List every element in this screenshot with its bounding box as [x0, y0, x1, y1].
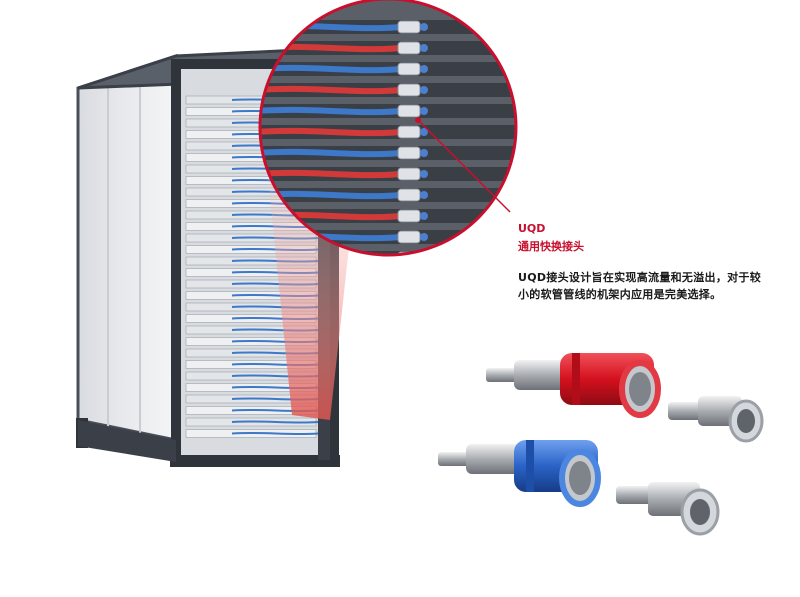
- zoom-hose: [260, 106, 403, 116]
- zoom-connector: [397, 209, 421, 223]
- zoom-hose: [260, 43, 403, 53]
- zoom-circle: [258, 0, 518, 257]
- zoom-connector-tip: [420, 65, 428, 73]
- zoom-connector: [397, 230, 421, 244]
- callout-subtitle: 通用快换接头: [518, 240, 584, 253]
- zoom-connector: [397, 146, 421, 160]
- hose-line: [231, 420, 319, 424]
- zoom-connector-tip: [420, 44, 428, 52]
- red-coupler-plug: [668, 396, 764, 443]
- zoom-connector: [397, 20, 421, 34]
- zoom-connector-tip: [420, 86, 428, 94]
- zoom-hose: [260, 169, 403, 179]
- blue-coupler: [438, 440, 601, 507]
- zoom-connector: [397, 104, 421, 118]
- callout-leader: [415, 117, 511, 213]
- zoom-connector: [397, 188, 421, 202]
- callout-title: UQD: [518, 222, 546, 235]
- red-coupler: [486, 353, 661, 418]
- zoom-connector-tip: [420, 212, 428, 220]
- zoom-connector: [397, 125, 421, 139]
- zoom-connector: [397, 83, 421, 97]
- zoom-hose: [260, 64, 403, 74]
- zoom-connector-tip: [420, 254, 428, 255]
- zoom-connector: [397, 62, 421, 76]
- zoom-hose: [260, 148, 403, 158]
- zoom-connector-tip: [420, 233, 428, 241]
- zoom-connector-tip: [420, 191, 428, 199]
- zoom-connector-tip: [420, 107, 428, 115]
- zoom-connector: [397, 167, 421, 181]
- blue-coupler-plug: [616, 482, 720, 536]
- zoom-connector-tip: [420, 149, 428, 157]
- callout-description: UQD接头设计旨在实现高流量和无溢出，对于较小的软管管线的机架内应用是完美选择。: [518, 271, 762, 301]
- zoom-hose: [260, 85, 403, 95]
- hose-line: [231, 431, 319, 436]
- zoom-connector-tip: [420, 128, 428, 136]
- zoom-hose: [260, 127, 403, 137]
- zoom-connector-tip: [420, 23, 428, 31]
- zoom-connector-tip: [420, 170, 428, 178]
- zoom-slot: [260, 251, 516, 255]
- zoom-hose: [260, 22, 403, 32]
- zoom-connector: [397, 41, 421, 55]
